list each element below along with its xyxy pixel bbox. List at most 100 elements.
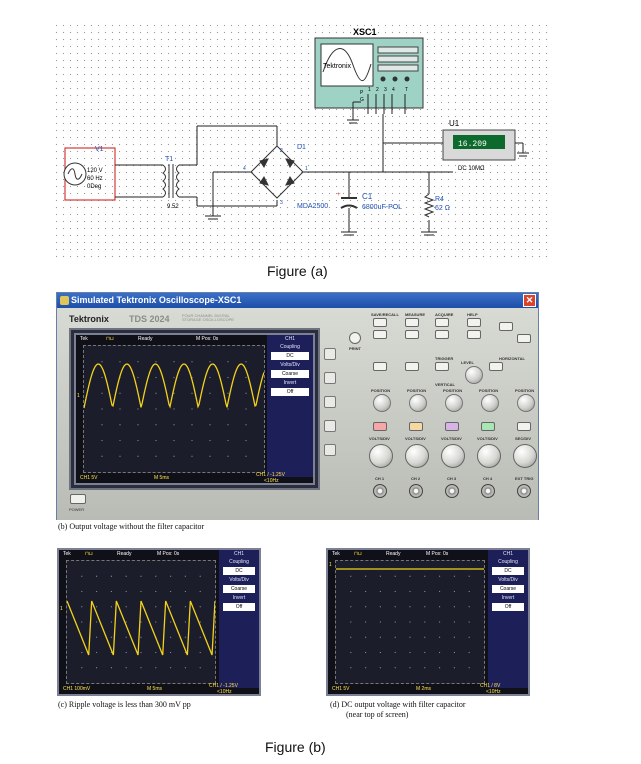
graticule-dot — [96, 590, 98, 593]
power-button[interactable] — [70, 494, 86, 504]
trigger-readout: CH1 / -1.25V — [209, 683, 238, 689]
measure-button[interactable] — [405, 318, 419, 327]
graticule-dot — [125, 590, 127, 593]
print-button[interactable] — [349, 332, 361, 344]
save-recall-button[interactable] — [373, 318, 387, 327]
display-button[interactable] — [435, 330, 449, 339]
graticule-dot — [439, 606, 441, 608]
menu-voltsdiv-value[interactable]: Coarse — [223, 585, 255, 593]
graticule-dot — [365, 621, 367, 623]
bridge-rectifier[interactable] — [250, 145, 304, 199]
terminal-label-4: 4 — [392, 87, 395, 93]
ch4-position-knob[interactable] — [481, 394, 499, 412]
graticule-dot — [137, 408, 139, 410]
scope-sine-icon — [322, 48, 372, 82]
graticule-dot — [125, 667, 127, 669]
secdiv-knob[interactable] — [513, 444, 537, 468]
graticule-dot — [468, 636, 470, 638]
ch3-menu-button[interactable] — [445, 422, 459, 431]
graticule-dot — [394, 667, 396, 669]
menu-invert-value[interactable]: Off — [223, 603, 255, 611]
ch1-bnc-connector[interactable] — [373, 484, 387, 498]
graticule-dot — [191, 455, 193, 457]
scope-instrument-button — [377, 46, 419, 54]
menu-invert-value[interactable]: Off — [492, 603, 524, 611]
graticule-dot — [191, 392, 193, 394]
softkey-button[interactable] — [324, 396, 336, 408]
transformer[interactable] — [162, 164, 180, 198]
graticule-dot — [424, 667, 426, 669]
graticule-dot — [409, 575, 411, 577]
menu-voltsdiv-value[interactable]: Coarse — [492, 585, 524, 593]
single-seq-button[interactable] — [373, 362, 387, 371]
ch4-voltsdiv-knob[interactable] — [477, 444, 501, 468]
graticule-dot — [173, 439, 175, 442]
ch4-bnc-connector[interactable] — [481, 484, 495, 498]
graticule-dot — [439, 667, 441, 669]
menu-voltsdiv-value[interactable]: Coarse — [271, 370, 309, 378]
run-stop-button[interactable] — [517, 334, 531, 343]
auto-set-button[interactable] — [467, 330, 481, 339]
source-phase-label: 0Deg — [87, 184, 101, 190]
default-setup-button[interactable] — [499, 322, 513, 331]
ch1-position-knob[interactable] — [373, 394, 391, 412]
utility-button[interactable] — [373, 330, 387, 339]
scope-status-bar: Tek ⊓⊔ Ready M Pos: 0s — [76, 335, 313, 344]
menu-coupling-value[interactable]: DC — [271, 352, 309, 360]
meter-reading: 16.209 — [458, 140, 487, 149]
menu-invert-value[interactable]: Off — [271, 388, 309, 396]
graticule — [66, 560, 216, 684]
scope-instrument-knob — [404, 76, 410, 82]
level-knob[interactable] — [465, 366, 483, 384]
softkey-button[interactable] — [324, 348, 336, 360]
graticule-dot — [453, 606, 455, 608]
pin-label: 1 — [305, 166, 308, 172]
graticule-dot — [350, 575, 352, 577]
ch2-voltsdiv-knob[interactable] — [405, 444, 429, 468]
softkey-button[interactable] — [324, 444, 336, 456]
acquire-button[interactable] — [435, 318, 449, 327]
graticule-dot — [439, 575, 441, 577]
resistor[interactable] — [423, 193, 435, 218]
graticule-dot — [409, 636, 411, 638]
menu-coupling-value[interactable]: DC — [492, 567, 524, 575]
ch1-menu-button[interactable] — [373, 422, 387, 431]
label-trigger: TRIGGER — [435, 356, 454, 361]
ext-trig-bnc-connector[interactable] — [517, 484, 531, 498]
ch2-menu-button[interactable] — [409, 422, 423, 431]
status-label: Ready — [138, 336, 153, 342]
label-voltsdiv-ch2: VOLTS/DIV — [405, 436, 426, 441]
graticule-dot — [227, 455, 229, 457]
graticule-dot — [409, 667, 411, 669]
softkey-button[interactable] — [324, 420, 336, 432]
graticule-dot — [365, 651, 367, 654]
graticule-dot — [424, 590, 426, 593]
trig-view-button[interactable] — [435, 362, 449, 371]
scope-readout-bar: CH1 5V M 5ms CH1 / -1.25V <10Hz — [76, 472, 313, 483]
trig-menu-button[interactable] — [405, 362, 419, 371]
menu-coupling-value[interactable]: DC — [223, 567, 255, 575]
graticule-dot — [209, 408, 211, 410]
window-titlebar[interactable]: Simulated Tektronix Oscilloscope-XSC1 ✕ — [57, 293, 538, 308]
capacitor-plate-negative[interactable] — [340, 204, 358, 209]
graticule-dot — [81, 621, 83, 623]
caption-d-line1: (d) DC output voltage with filter capaci… — [330, 700, 466, 709]
force-trig-button[interactable] — [489, 362, 503, 371]
trigger-readout: CH1 / -1.25V — [256, 472, 285, 478]
horiz-menu-button[interactable] — [517, 422, 531, 431]
ch4-menu-button[interactable] — [481, 422, 495, 431]
help-button[interactable] — [467, 318, 481, 327]
oscilloscope-front-panel: Tektronix TDS 2024 FOUR CHANNEL DIGITAL … — [57, 308, 538, 520]
softkey-button[interactable] — [324, 372, 336, 384]
ch2-position-knob[interactable] — [409, 394, 427, 412]
cursor-button[interactable] — [405, 330, 419, 339]
ch3-bnc-connector[interactable] — [445, 484, 459, 498]
ch1-voltsdiv-knob[interactable] — [369, 444, 393, 468]
ch3-position-knob[interactable] — [445, 394, 463, 412]
close-button[interactable]: ✕ — [523, 294, 536, 307]
graticule-dot — [81, 606, 83, 608]
graticule-dot — [379, 606, 381, 608]
ch2-bnc-connector[interactable] — [409, 484, 423, 498]
horizontal-position-knob[interactable] — [517, 394, 535, 412]
ch3-voltsdiv-knob[interactable] — [441, 444, 465, 468]
